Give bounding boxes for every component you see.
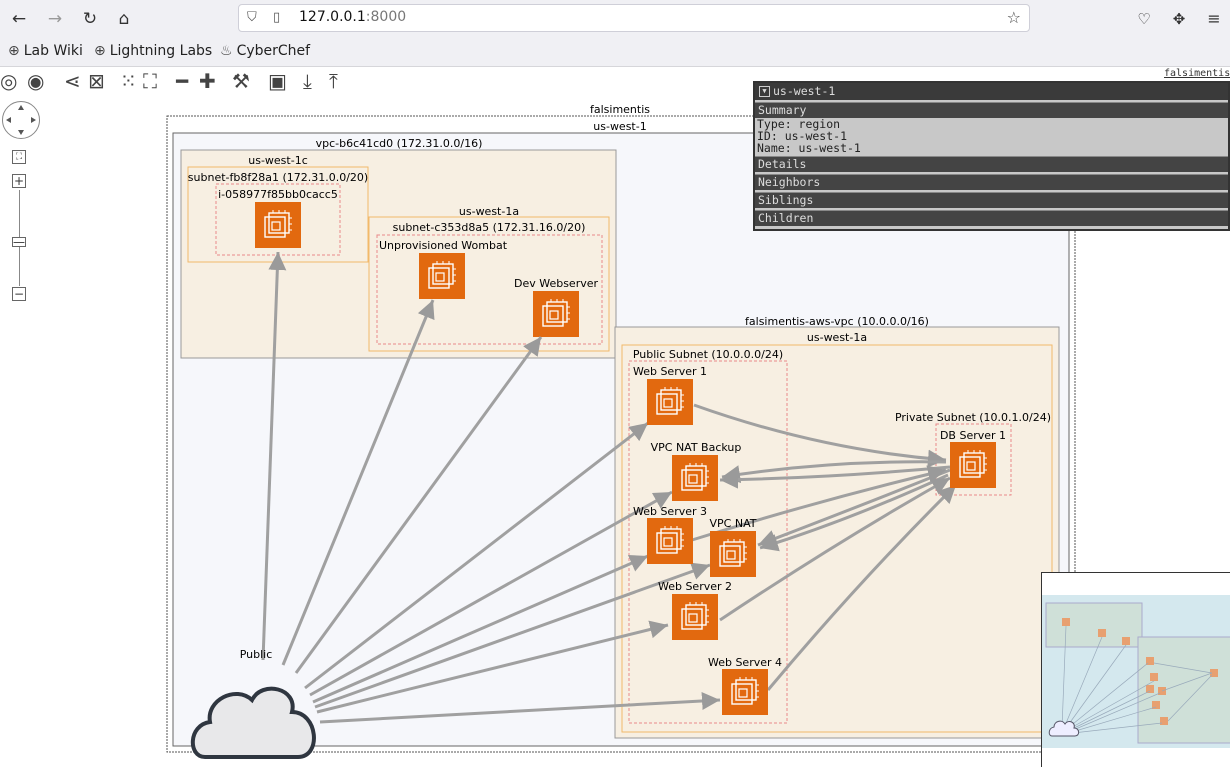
page-icon: ▯ [273, 10, 281, 25]
vpc2-az[interactable] [621, 344, 1053, 733]
public-label: Public [240, 648, 273, 661]
instance1-label: i-058977f85bb0cacc5 [218, 188, 338, 201]
camera-icon[interactable]: ▣ [268, 69, 287, 93]
browser-chrome: ← → ↻ ⌂ ⛉ ▯ 127.0.0.1:8000 ☆ ♡ ✥ ≡ ⊕Lab … [0, 0, 1230, 67]
section-children[interactable]: Children [755, 210, 1228, 226]
globe-icon: ⊕ [94, 43, 106, 59]
edges [261, 251, 958, 724]
zoom-slider-handle[interactable]: — [12, 235, 26, 249]
minus-icon[interactable]: ━ [176, 69, 189, 93]
zoom-out-icon[interactable]: − [12, 287, 26, 301]
cloud-icon[interactable] [190, 686, 316, 759]
bookmark-cyberchef[interactable]: ♨CyberChef [220, 43, 311, 59]
url-text: 127.0.0.1:8000 [299, 9, 407, 25]
fit-view-icon[interactable]: ⛶ [12, 150, 26, 164]
ec2-icon[interactable] [646, 517, 694, 565]
shield-icon: ⛉ [247, 10, 257, 25]
section-details[interactable]: Details [755, 156, 1228, 172]
vpc-nat-label: VPC NAT [710, 517, 757, 530]
share-icon[interactable]: ⋖ [64, 69, 81, 93]
subnet-c353d8a5[interactable] [376, 234, 603, 345]
ec2-icon[interactable] [721, 668, 769, 716]
plus-icon[interactable]: ✚ [199, 69, 216, 93]
subnet2-label: subnet-c353d8a5 (172.31.16.0/20) [393, 221, 586, 234]
eye-icon[interactable]: ◉ [27, 69, 45, 93]
panel-header[interactable]: ▼us-west-1 [755, 83, 1228, 100]
subnet1-label: subnet-fb8f28a1 (172.31.0.0/20) [188, 171, 368, 184]
pan-arrows-icon [6, 105, 36, 135]
info-panel[interactable]: ▼us-west-1 Summary Type: region ID: us-w… [753, 81, 1230, 231]
account-link[interactable]: falsimentis [1164, 68, 1230, 79]
minimap-canvas [1042, 595, 1230, 748]
bookmark-star-icon[interactable]: ☆ [1006, 8, 1021, 27]
home-icon[interactable]: ⌂ [118, 9, 130, 29]
web-server-3-label: Web Server 3 [633, 505, 707, 518]
az-us-west-1c-label: us-west-1c [248, 154, 308, 167]
share-box-icon[interactable]: ⊠ [88, 69, 105, 93]
web-server-2-label: Web Server 2 [658, 580, 732, 593]
menu-icon[interactable]: ≡ [1207, 9, 1221, 28]
collapse-icon[interactable]: ⁙ [120, 69, 137, 93]
ec2-icon[interactable] [418, 252, 466, 300]
region-label: us-west-1 [593, 120, 646, 133]
summary-body: Type: region ID: us-west-1 Name: us-west… [757, 117, 861, 155]
az-us-west-1a[interactable] [368, 216, 610, 352]
ec2-icon[interactable] [949, 441, 997, 489]
app-toolbar: ◎ ◉ ⋖ ⊠ ⁙ ⛶ ━ ✚ ⚒ ▣ ⤓ ⤒ [0, 67, 760, 95]
web-server-1-label: Web Server 1 [633, 365, 707, 378]
globe-icon: ⊕ [8, 43, 20, 59]
minimap[interactable] [1041, 572, 1230, 767]
wombat-label: Unprovisioned Wombat [379, 239, 508, 252]
account-label: falsimentis [590, 103, 650, 116]
dev-webserver-label: Dev Webserver [514, 277, 599, 290]
back-icon[interactable]: ← [11, 9, 27, 29]
hide-icon[interactable]: ◎ [0, 69, 18, 93]
vpc2-label: falsimentis-aws-vpc (10.0.0.0/16) [745, 315, 929, 328]
section-summary[interactable]: Summary [755, 102, 1228, 118]
expand-icon[interactable]: ⛶ [143, 69, 157, 93]
vpc2-az-label: us-west-1a [807, 331, 867, 344]
az-us-west-1a-label: us-west-1a [459, 205, 519, 218]
reload-icon[interactable]: ↻ [82, 9, 98, 29]
ec2-icon[interactable] [709, 530, 757, 578]
pocket-icon[interactable]: ♡ [1137, 10, 1151, 28]
download-icon[interactable]: ⤓ [303, 69, 312, 93]
section-siblings[interactable]: Siblings [755, 192, 1228, 208]
section-neighbors[interactable]: Neighbors [755, 174, 1228, 190]
pan-control[interactable] [2, 101, 40, 139]
chef-icon: ♨ [220, 43, 233, 59]
bookmark-lab-wiki[interactable]: ⊕Lab Wiki [8, 43, 83, 59]
ec2-icon[interactable] [671, 593, 719, 641]
public-subnet-label: Public Subnet (10.0.0.0/24) [633, 348, 783, 361]
ec2-icon[interactable] [646, 378, 694, 426]
zoom-in-icon[interactable]: + [12, 174, 26, 188]
bookmark-lightning-labs[interactable]: ⊕Lightning Labs [94, 43, 213, 59]
collapse-triangle-icon[interactable]: ▼ [759, 86, 770, 97]
ec2-icon[interactable] [532, 290, 580, 338]
vpc1-label: vpc-b6c41cd0 (172.31.0.0/16) [316, 137, 483, 150]
address-bar[interactable]: ⛉ ▯ 127.0.0.1:8000 ☆ [238, 4, 1030, 32]
db-server-1-label: DB Server 1 [940, 429, 1006, 442]
vpc-nat-backup-label: VPC NAT Backup [651, 441, 742, 454]
private-subnet-label: Private Subnet (10.0.1.0/24) [895, 411, 1051, 424]
ec2-icon[interactable] [254, 201, 302, 249]
forward-icon[interactable]: → [47, 9, 63, 29]
upload-icon[interactable]: ⤒ [329, 69, 338, 93]
web-server-4-label: Web Server 4 [708, 656, 782, 669]
extensions-icon[interactable]: ✥ [1172, 10, 1186, 28]
hammer-icon[interactable]: ⚒ [232, 69, 250, 93]
ec2-icon[interactable] [671, 454, 719, 502]
